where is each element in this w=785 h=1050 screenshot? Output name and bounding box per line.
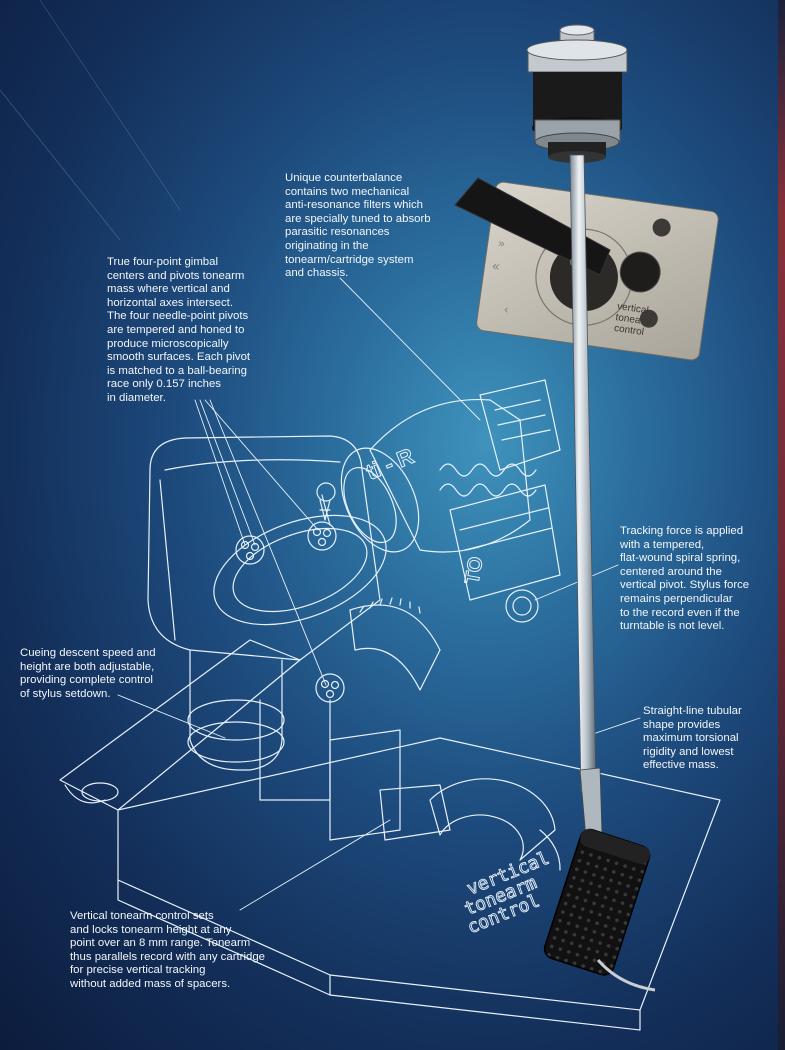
perspective-line — [39, 0, 181, 211]
dial-gear — [349, 604, 441, 691]
leader-line — [534, 564, 619, 601]
anti-resonance-filter — [479, 379, 561, 471]
cueing-knob — [81, 782, 119, 802]
leader-line — [199, 399, 256, 546]
vertical-control-lever — [379, 784, 451, 841]
inset-label-line: tonearm — [615, 312, 653, 328]
leader-line — [239, 819, 391, 911]
inset-logo-mark — [639, 309, 658, 328]
inset-logo-mark — [652, 218, 671, 237]
leader-line — [194, 399, 246, 546]
leader-line — [204, 399, 319, 531]
leader-line — [589, 717, 641, 736]
inset-label-line: vertical — [616, 301, 649, 316]
pivot-screw — [315, 673, 345, 703]
tracking-spring — [439, 463, 537, 477]
caption-tracking-force: Tracking force is applied with a tempere… — [620, 525, 750, 633]
inset-dial-mark: « — [490, 258, 501, 275]
inset-dial-mark: » — [497, 236, 506, 251]
counterbalance-drum — [369, 398, 531, 553]
pivot-screw — [235, 535, 265, 565]
model-lettering-2: TO — [461, 555, 487, 586]
leader-line — [117, 694, 226, 739]
caption-vertical-control: Vertical tonearm control sets and locks … — [70, 910, 265, 990]
leader-line — [339, 277, 481, 421]
counterweight — [533, 72, 622, 128]
caption-cueing: Cueing descent speed and height are both… — [20, 647, 156, 700]
perspective-line — [0, 89, 121, 241]
leader-line — [209, 399, 327, 686]
gimbal-housing — [147, 435, 381, 661]
headshell — [543, 828, 651, 976]
caption-straight-line: Straight-line tubular shape provides max… — [643, 705, 742, 772]
inset-knob — [619, 251, 661, 293]
plate-label: vertical tonearm control — [461, 847, 553, 938]
inset-label-line: control — [613, 323, 644, 338]
pivot-screw — [307, 521, 337, 551]
caption-counterbalance: Unique counterbalance contains two mecha… — [285, 172, 431, 280]
pivot-disk — [213, 514, 387, 626]
adjust-knob — [505, 589, 539, 623]
caption-gimbal: True four-point gimbal centers and pivot… — [107, 256, 251, 404]
edge-strip — [778, 0, 785, 1050]
lift-lever — [454, 177, 611, 276]
tonearm — [526, 24, 656, 992]
vertical-control-dial — [429, 778, 556, 861]
mechanism-line-art — [59, 277, 721, 1031]
support-column — [189, 649, 283, 771]
cueing-arm — [59, 639, 301, 811]
inset-dial-mark: ‹ — [503, 302, 510, 318]
arm-clamp-block — [449, 484, 561, 601]
finger-lift — [596, 959, 656, 992]
